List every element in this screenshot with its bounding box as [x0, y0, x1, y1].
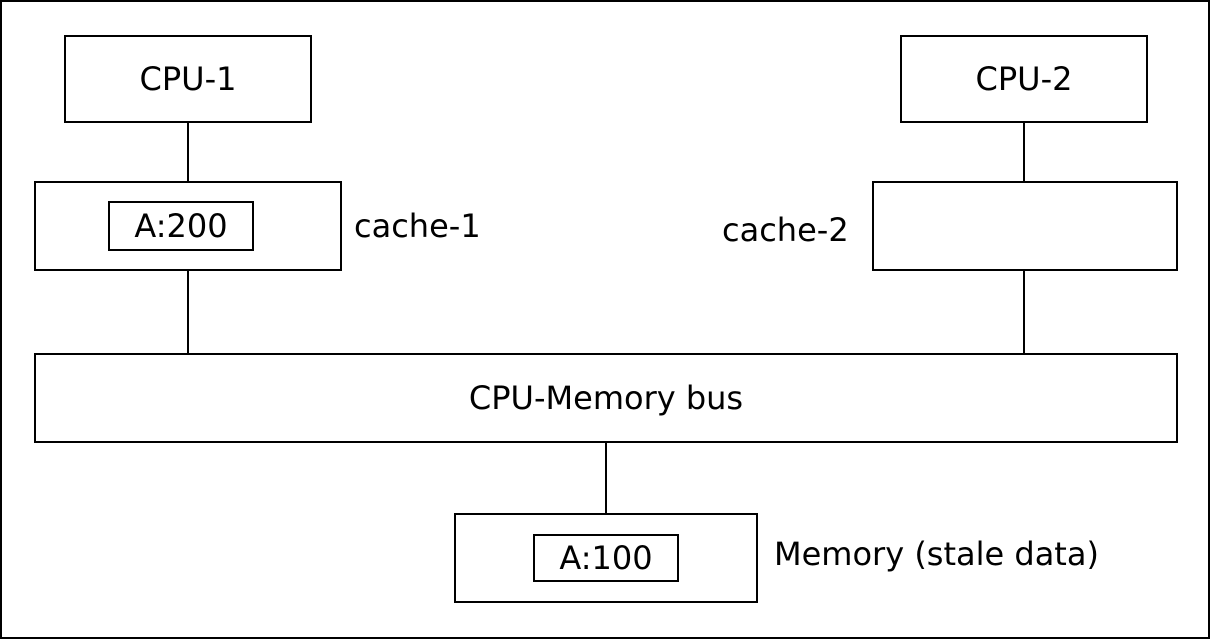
cache-1-label: cache-1 — [354, 207, 481, 245]
memory-label: Memory (stale data) — [774, 535, 1099, 573]
cache-1-entry-value: A:200 — [134, 207, 228, 245]
memory-entry-value: A:100 — [559, 539, 653, 577]
cache-2-label: cache-2 — [722, 211, 849, 249]
cpu-memory-bus: CPU-Memory bus — [34, 353, 1178, 443]
cpu-1-label: CPU-1 — [139, 60, 237, 98]
cpu-1-box: CPU-1 — [64, 35, 312, 123]
cache-1-entry: A:200 — [108, 201, 254, 251]
connector-bus-memory — [605, 442, 607, 514]
connector-cache2-bus — [1023, 270, 1025, 354]
cpu-2-box: CPU-2 — [900, 35, 1148, 123]
memory-box: A:100 — [454, 513, 758, 603]
connector-cache1-bus — [187, 270, 189, 354]
connector-cpu1-cache1 — [187, 122, 189, 182]
cpu-2-label: CPU-2 — [975, 60, 1073, 98]
cache-2-box — [872, 181, 1178, 271]
connector-cpu2-cache2 — [1023, 122, 1025, 182]
bus-label: CPU-Memory bus — [468, 379, 744, 417]
memory-entry: A:100 — [533, 534, 679, 582]
cache-1-box: A:200 — [34, 181, 342, 271]
